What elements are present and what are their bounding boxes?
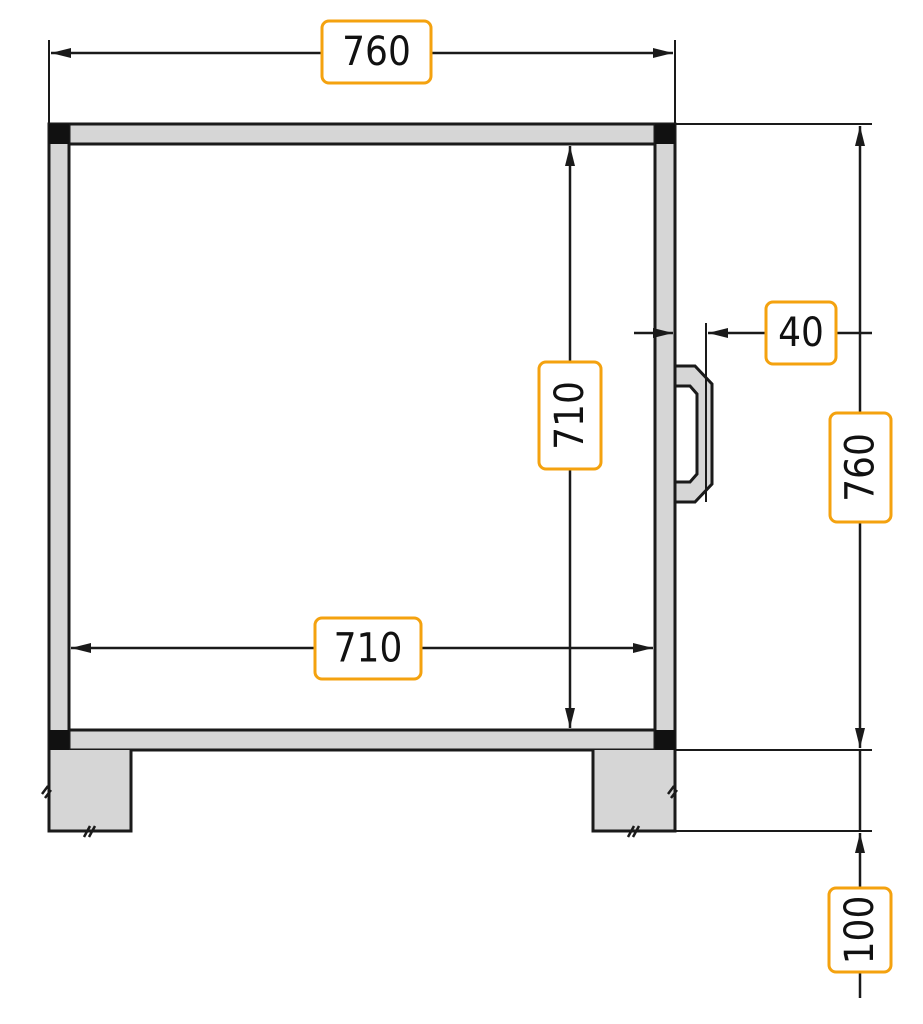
label-outer-height-text: 760 bbox=[838, 433, 884, 502]
frame-right-post bbox=[653, 122, 677, 752]
label-inner-height: 710 bbox=[537, 360, 603, 471]
leg-right bbox=[591, 750, 677, 833]
label-handle-offset-text: 40 bbox=[778, 310, 824, 356]
label-outer-height: 760 bbox=[828, 411, 893, 524]
label-outer-width-text: 760 bbox=[342, 29, 411, 75]
label-leg-height: 100 bbox=[827, 886, 893, 974]
frame-bottom-rail bbox=[47, 728, 677, 752]
label-outer-width: 760 bbox=[320, 19, 433, 85]
break-marks bbox=[41, 785, 678, 838]
extension-lines bbox=[48, 40, 872, 832]
corner-top-right bbox=[655, 124, 675, 144]
label-handle-offset: 40 bbox=[764, 300, 838, 366]
frame-corners bbox=[49, 124, 675, 750]
corner-bottom-right bbox=[655, 730, 675, 750]
label-inner-width-text: 710 bbox=[334, 626, 403, 672]
label-inner-width: 710 bbox=[313, 616, 423, 681]
legs bbox=[47, 750, 677, 833]
door-handle bbox=[673, 364, 714, 504]
corner-top-left bbox=[49, 124, 69, 144]
leg-left bbox=[47, 750, 133, 833]
dimension-lines bbox=[51, 48, 872, 998]
label-inner-height-text: 710 bbox=[547, 381, 593, 450]
frame-top-rail bbox=[47, 122, 677, 146]
label-leg-height-text: 100 bbox=[837, 896, 883, 965]
frame-left-post bbox=[47, 122, 71, 752]
corner-bottom-left bbox=[49, 730, 69, 750]
